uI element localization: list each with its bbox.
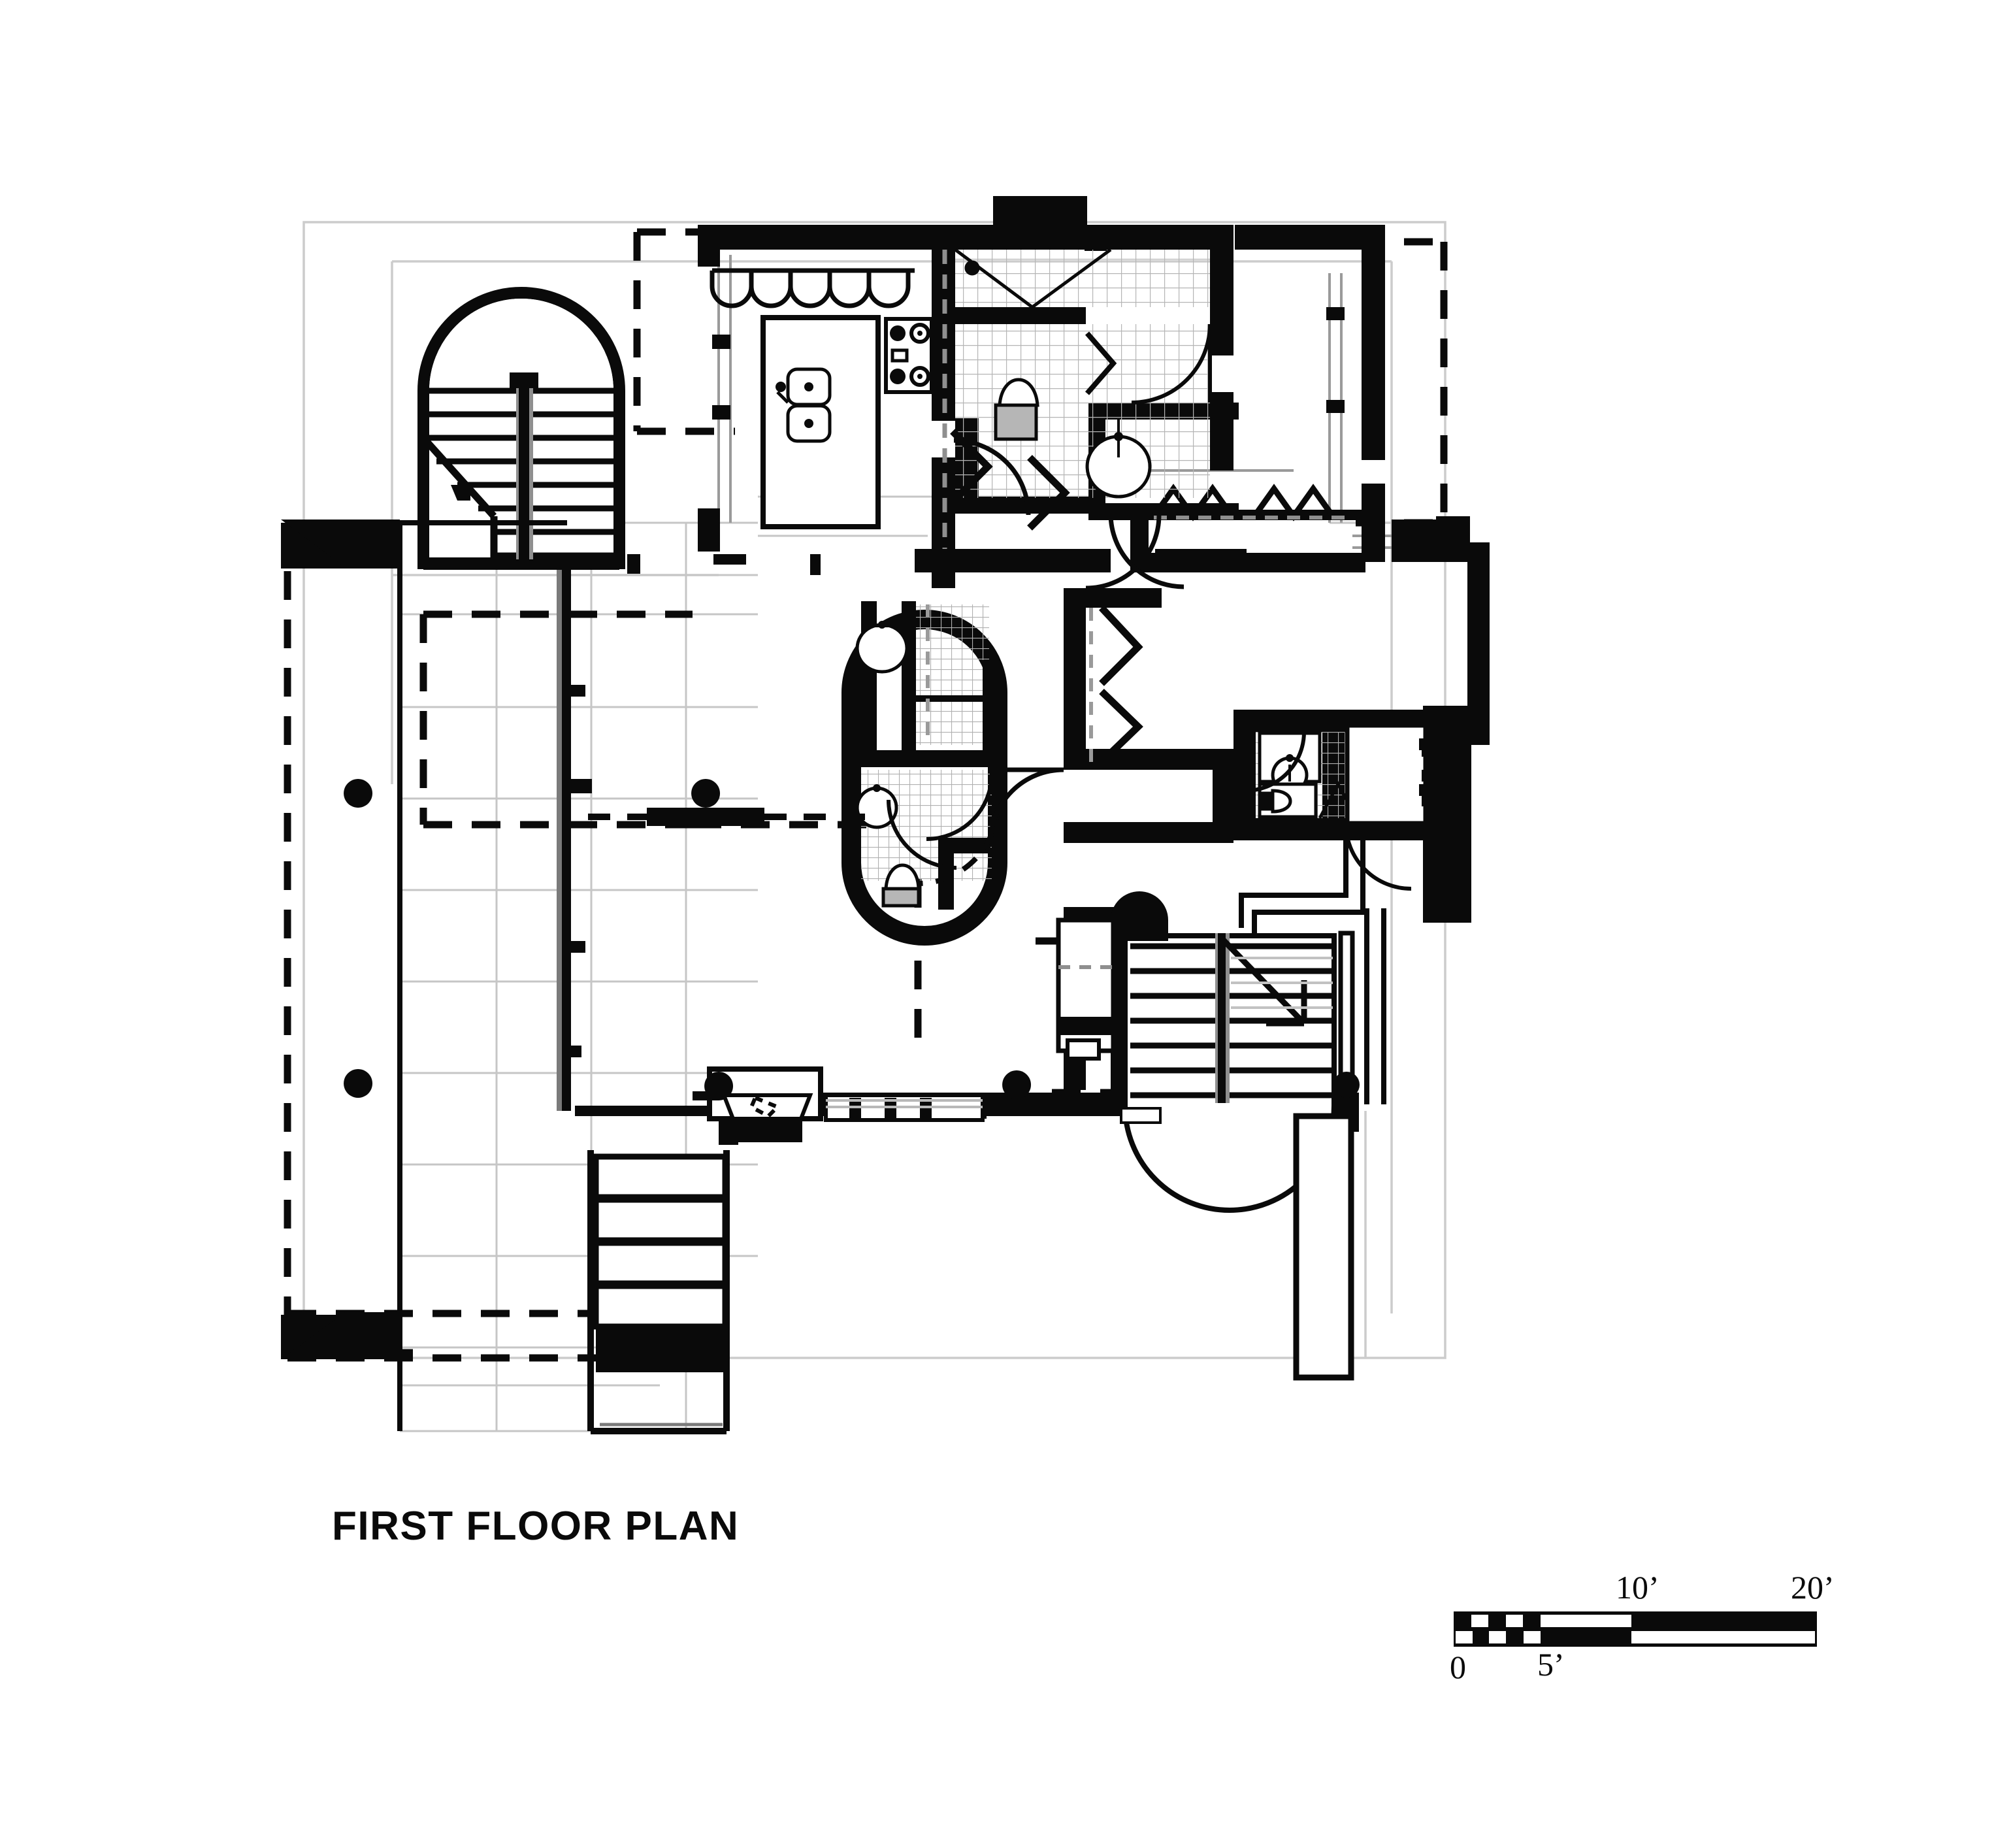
threshold-marks (693, 1091, 1162, 1124)
terrace-paving-grid (400, 495, 1111, 1432)
bath-pod-center (841, 601, 1007, 946)
north-shower-outline (954, 248, 1112, 309)
exterior-curved-stair-nw (417, 287, 625, 570)
terrace-edge-line (397, 520, 567, 1431)
east-bath-lavatory (1258, 731, 1322, 794)
wall-jamb-ticks (566, 307, 1435, 1057)
kitchen-upper-cabinets (710, 268, 915, 308)
east-bath-water-closet (1258, 782, 1318, 819)
graphic-scale-bar: 0 5’ 10’ 20’ (1450, 1568, 1835, 1692)
south-window-rail (824, 1093, 985, 1122)
kitchen-island (760, 315, 881, 529)
north-bath-lavatory (1085, 418, 1152, 499)
page-title: FIRST FLOOR PLAN (332, 1504, 740, 1549)
cooktop-range (884, 317, 934, 394)
north-bath-door-swing (1131, 323, 1212, 404)
entry-steps-southwest (397, 1142, 730, 1434)
scale-tick-10: 10’ (1616, 1569, 1659, 1606)
north-kitchen-door-swing (953, 438, 1031, 516)
scale-tick-5: 5’ (1537, 1646, 1565, 1683)
east-closet (1344, 723, 1431, 891)
stair-pocket-closet (1056, 917, 1116, 1061)
terrace-corner-wedges (281, 520, 1471, 1359)
east-wing-outline (1239, 831, 1386, 1104)
stair-guardrail-post (1333, 931, 1360, 1098)
main-stair (1111, 891, 1337, 1213)
north-bath-water-closet (994, 378, 1039, 441)
scale-tick-0: 0 (1450, 1649, 1466, 1685)
living-room-entry-swing (1108, 513, 1184, 589)
entry-bifold-doors (1098, 605, 1143, 765)
south-garden-wall (1293, 1113, 1354, 1381)
terrace-columns (344, 779, 1032, 1099)
north-bath-pocket-door (1085, 331, 1117, 395)
fireplace-south (704, 1066, 823, 1121)
north-bath-tile-floor (955, 250, 1210, 498)
hall-door-swings (988, 514, 1162, 844)
scale-bar-graphic (1454, 1611, 1817, 1647)
low-plinth-wall (647, 808, 764, 826)
island-double-sink (776, 367, 832, 443)
scale-tick-20: 20’ (1791, 1569, 1835, 1606)
